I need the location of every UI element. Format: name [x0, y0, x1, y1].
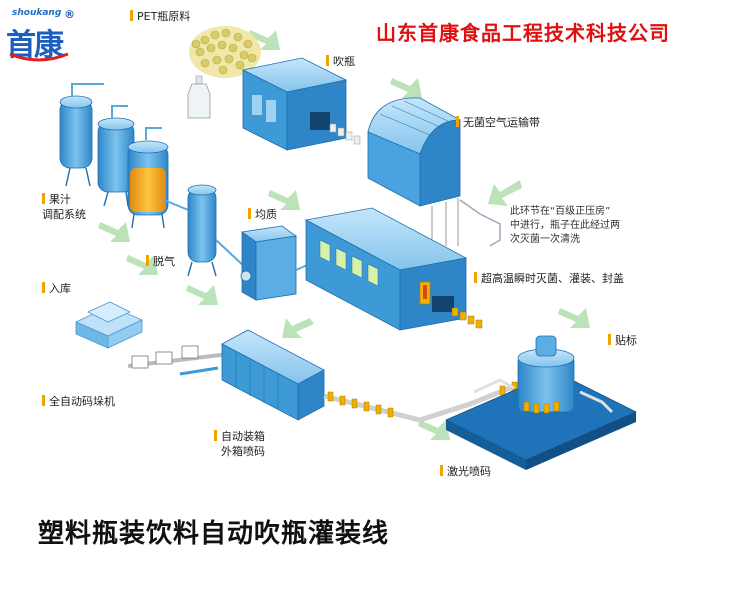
label-laser-code: 激光喷码	[440, 464, 491, 479]
diagram-title: 塑料瓶装饮料自动吹瓶灌装线	[38, 519, 390, 549]
labeling-platform	[445, 335, 637, 470]
uht-filling-room	[304, 207, 483, 331]
label-palletizer: 全自动码垛机	[42, 394, 115, 409]
warehouse-boxes	[75, 301, 143, 349]
label-pet-material: PET瓶原料	[130, 9, 190, 24]
label-juice-system: 果汁调配系统	[42, 193, 86, 221]
degassing-tank	[187, 184, 247, 277]
note-line: 中进行，瓶子在此经过两	[510, 220, 620, 231]
label-sterile-conveyor: 无菌空气运输带	[456, 115, 540, 130]
logo-swoosh-icon	[9, 52, 69, 62]
juice-blending-tanks	[59, 83, 199, 229]
note-line: 此环节在“百级正压房”	[510, 206, 611, 217]
note-line: 次灭菌一次清洗	[510, 234, 580, 245]
auto-casing-machine	[221, 329, 325, 421]
flow-arrow	[488, 180, 522, 206]
label-blow-bottle: 吹瓶	[326, 54, 355, 69]
flow-arrow	[282, 318, 314, 338]
pet-preform-pile	[189, 26, 261, 78]
pet-bottle-icon	[187, 75, 211, 119]
label-homogenize: 均质	[248, 207, 277, 222]
blow-molding-machine	[241, 57, 361, 151]
logo-registered-mark: ®	[64, 8, 75, 21]
flow-arrow	[418, 420, 450, 440]
label-degas: 脱气	[146, 254, 175, 269]
flow-arrow	[126, 255, 158, 275]
sterile-air-conveyor	[367, 97, 501, 247]
label-warehouse: 入库	[42, 281, 71, 296]
homogenizer	[240, 225, 315, 301]
label-labeling: 贴标	[608, 333, 637, 348]
labeling-machine	[517, 335, 575, 414]
clean-room-note: 此环节在“百级正压房” 中进行，瓶子在此经过两 次灭菌一次清洗	[510, 205, 660, 247]
flow-arrow	[268, 190, 300, 210]
bottle-conveyor	[323, 381, 521, 423]
flow-arrow	[98, 222, 130, 242]
flow-arrow	[390, 78, 422, 98]
label-uht-fill-cap: 超高温瞬时灭菌、灌装、封盖	[474, 271, 624, 286]
flow-arrow	[186, 285, 218, 305]
label-auto-case: 自动装箱外箱喷码	[214, 429, 265, 459]
flow-arrow	[558, 308, 590, 328]
logo-brand-word: shoukang	[12, 8, 62, 18]
company-name: 山东首康食品工程技术科技公司	[376, 21, 670, 45]
flow-arrow	[248, 30, 280, 50]
